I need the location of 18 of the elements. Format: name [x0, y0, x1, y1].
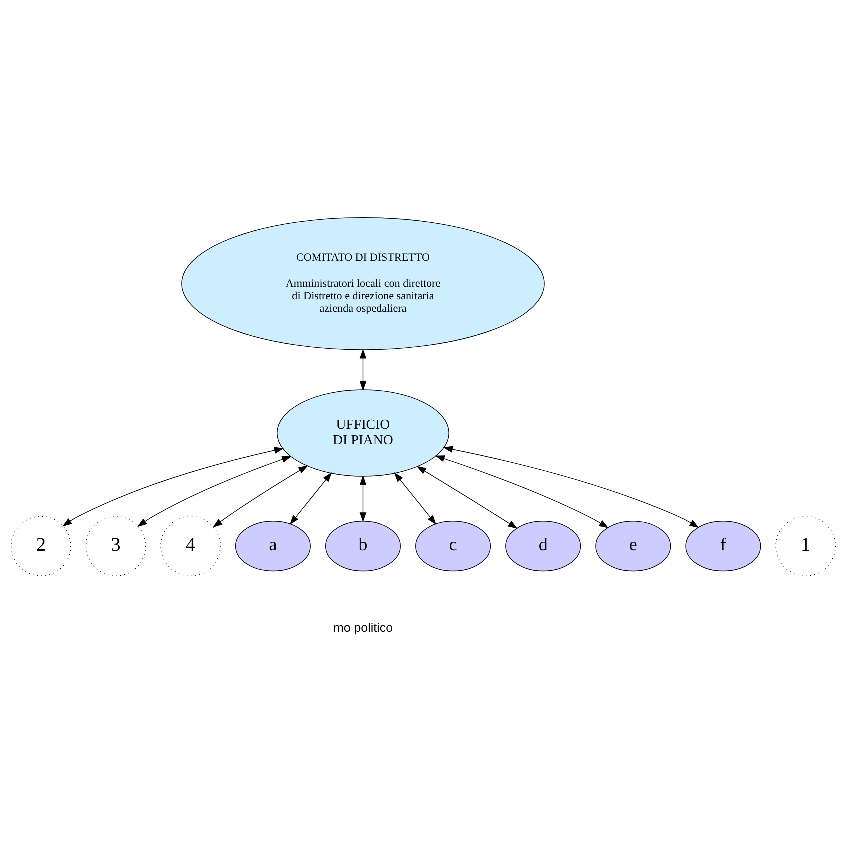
node-ellipse: c [416, 521, 492, 572]
arrow [290, 472, 332, 525]
arrow [435, 456, 609, 528]
node-ellipse: b [326, 521, 401, 572]
arrow [360, 475, 367, 522]
arrow [443, 446, 700, 528]
arrow [360, 349, 367, 392]
arrow [212, 466, 308, 528]
label: mo politico [333, 620, 394, 635]
node-ellipse: COMITATO DI DISTRETTO Amministratori locali con direttore di Distretto e direzione sanitaria azienda ospedaliera [182, 217, 545, 350]
node-ellipse: a [235, 521, 311, 572]
node-ellipse: UFFICIO DI PIANO [277, 390, 450, 477]
node-circle: 1 [776, 516, 836, 576]
node-circle: 4 [160, 516, 221, 576]
arrow [138, 456, 292, 528]
arrow [416, 466, 518, 530]
arrow [394, 472, 437, 525]
arrow [62, 447, 284, 527]
